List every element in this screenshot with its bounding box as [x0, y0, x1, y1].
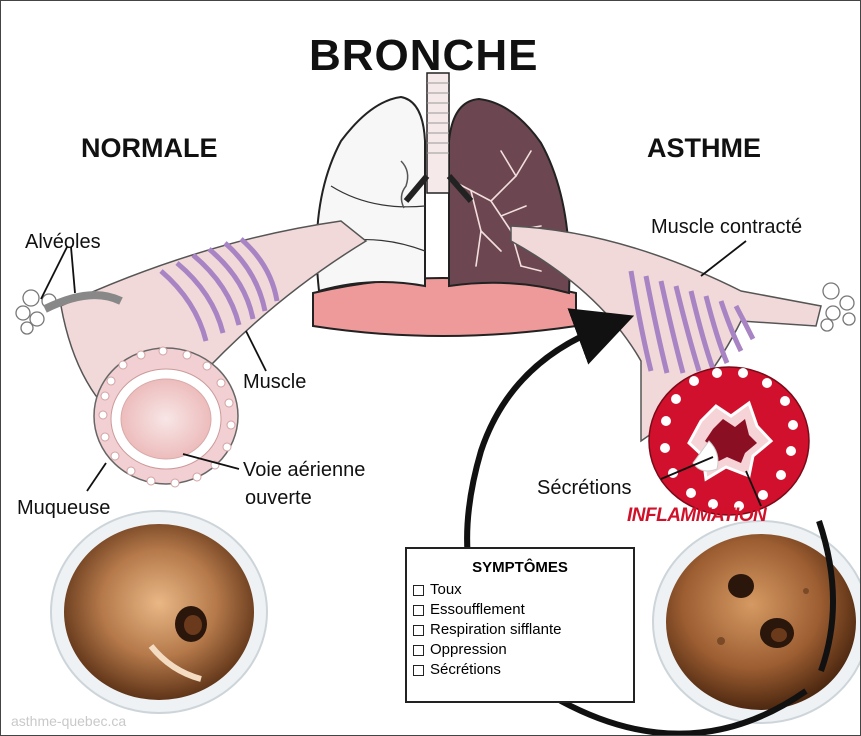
- symptom-item: Oppression: [413, 640, 627, 660]
- page-title: BRONCHE: [309, 31, 538, 81]
- heading-normal: NORMALE: [81, 133, 218, 164]
- label-inflammation: INFLAMMATION: [627, 505, 766, 527]
- endoscopy-normal: [64, 524, 254, 700]
- checkbox-icon: [413, 605, 424, 616]
- label-secretions: Sécrétions: [537, 477, 632, 500]
- symptom-item: Sécrétions: [413, 660, 627, 680]
- label-muscle-contracte: Muscle contracté: [651, 216, 802, 239]
- alveoli-right: [821, 283, 855, 331]
- symptom-label: Toux: [430, 580, 462, 600]
- label-muscle: Muscle: [243, 371, 306, 394]
- checkbox-icon: [413, 665, 424, 676]
- label-voie-line1: Voie aérienne: [243, 459, 365, 482]
- symptoms-box: SYMPTÔMES Toux Essoufflement Respiration…: [405, 547, 635, 703]
- checkbox-icon: [413, 625, 424, 636]
- label-alveoles: Alvéoles: [25, 231, 101, 254]
- lungs: [313, 73, 576, 336]
- symptom-item: Respiration sifflante: [413, 620, 627, 640]
- symptoms-heading: SYMPTÔMES: [413, 559, 627, 576]
- label-voie-line2: ouverte: [245, 487, 312, 510]
- symptom-label: Sécrétions: [430, 660, 501, 680]
- symptom-label: Oppression: [430, 640, 507, 660]
- watermark: asthme-quebec.ca: [11, 713, 126, 729]
- symptom-label: Essoufflement: [430, 600, 525, 620]
- symptom-label: Respiration sifflante: [430, 620, 561, 640]
- symptoms-list: Toux Essoufflement Respiration sifflante…: [413, 580, 627, 680]
- checkbox-icon: [413, 585, 424, 596]
- alveoli-left: [16, 290, 56, 334]
- open-airway: [121, 379, 211, 459]
- heading-asthma: ASTHME: [647, 133, 761, 164]
- symptom-item: Essoufflement: [413, 600, 627, 620]
- checkbox-icon: [413, 645, 424, 656]
- label-muqueuse: Muqueuse: [17, 497, 110, 520]
- symptom-item: Toux: [413, 580, 627, 600]
